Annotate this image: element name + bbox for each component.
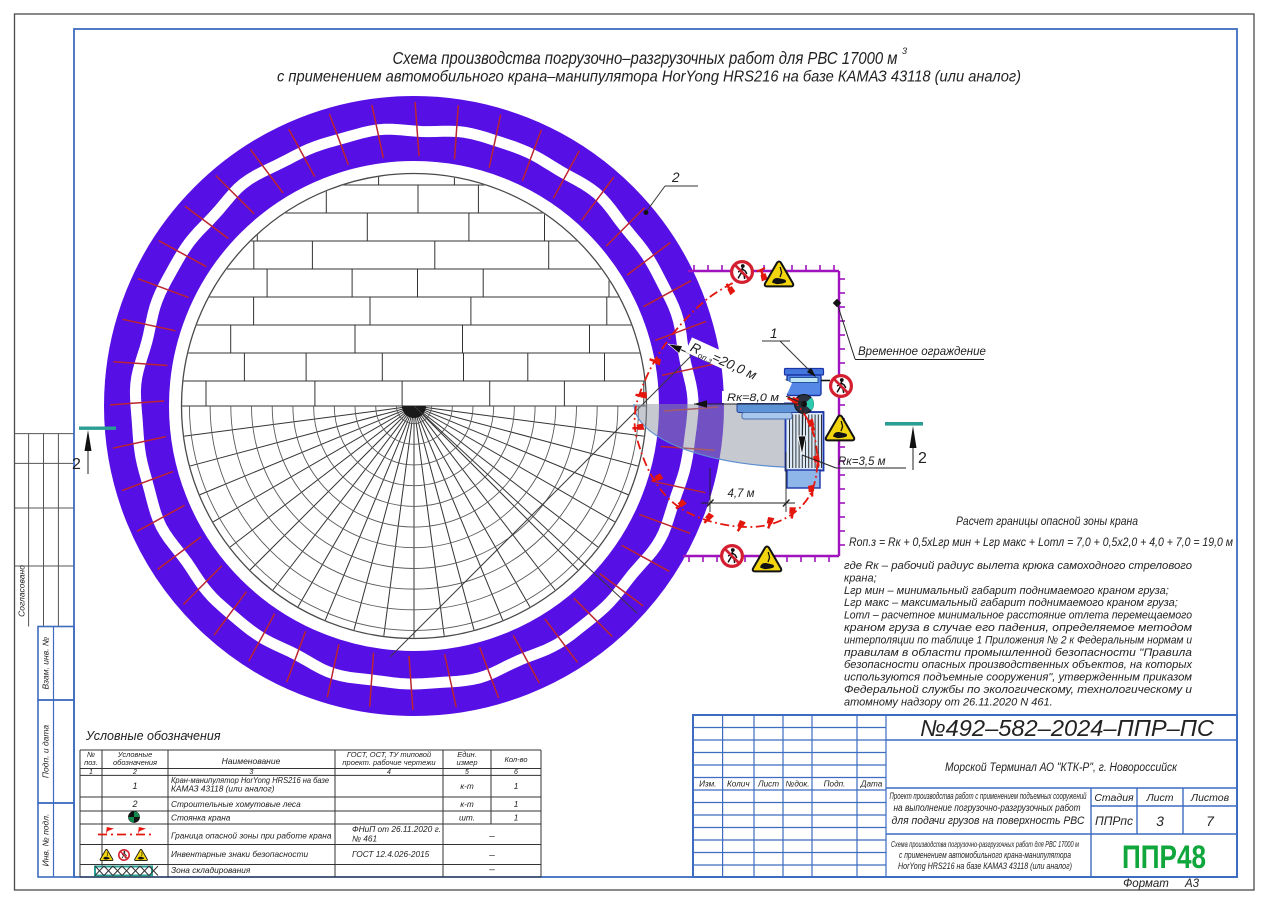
svg-text:для подачи грузов на поверхнос: для подачи грузов на поверхность РВС xyxy=(892,815,1085,827)
svg-text:Колич: Колич xyxy=(727,780,750,789)
svg-text:№док.: №док. xyxy=(785,780,809,789)
svg-text:Изм.: Изм. xyxy=(699,780,716,789)
svg-text:1: 1 xyxy=(89,769,93,776)
svg-text:с применением автомобильного к: с применением автомобильного крана–манип… xyxy=(277,69,1021,86)
svg-text:ППРпс: ППРпс xyxy=(1095,814,1133,828)
svg-text:ГОСТ, ОСТ, ТУ типовой: ГОСТ, ОСТ, ТУ типовой xyxy=(347,750,432,759)
svg-text:Подп.: Подп. xyxy=(824,780,846,789)
svg-text:№ 461: № 461 xyxy=(352,834,377,844)
svg-text:Lотл – расчетное минимальное р: Lотл – расчетное минимальное расстояние … xyxy=(844,610,1192,622)
svg-text:Формат: Формат xyxy=(1123,878,1169,890)
svg-text:–: – xyxy=(488,865,495,876)
svg-text:Строительные хомутовые леса: Строительные хомутовые леса xyxy=(171,799,301,809)
svg-text:Наименование: Наименование xyxy=(222,756,281,766)
svg-text:Rоп.з = Rк + 0,5хLгр мин + Lгр: Rоп.з = Rк + 0,5хLгр мин + Lгр макс + Lо… xyxy=(849,535,1233,549)
svg-text:Проект производства работ с пр: Проект производства работ с применением … xyxy=(890,791,1087,801)
svg-text:3: 3 xyxy=(1156,813,1164,829)
svg-text:атомному надзору от 26.11.2020: атомному надзору от 26.11.2020 N 461. xyxy=(844,696,1053,708)
svg-text:Взам. инв. №: Взам. инв. № xyxy=(41,637,51,690)
svg-text:с применением автомобильного к: с применением автомобильного крана-манип… xyxy=(899,850,1071,860)
svg-text:1: 1 xyxy=(770,326,778,341)
svg-text:А3: А3 xyxy=(1184,878,1200,890)
svg-text:ФНиП от 26.11.2020 г.: ФНиП от 26.11.2020 г. xyxy=(352,824,441,834)
svg-text:1: 1 xyxy=(514,781,519,791)
svg-text:Лист: Лист xyxy=(757,780,779,789)
svg-text:Един.: Един. xyxy=(457,750,477,759)
svg-text:Временное ограждение: Временное ограждение xyxy=(858,346,986,358)
svg-text:№492–582–2024–ППР–ПС: №492–582–2024–ППР–ПС xyxy=(920,715,1214,741)
svg-text:2: 2 xyxy=(132,769,137,776)
svg-text:Граница опасной зоны при работ: Граница опасной зоны при работе крана xyxy=(171,831,332,841)
svg-text:Lгр макс – максимальный габари: Lгр макс – максимальный габарит поднимае… xyxy=(844,597,1178,609)
svg-text:Морской Терминал АО "КТК-Р": Морской Терминал АО "КТК-Р", г. Новоросс… xyxy=(945,762,1178,774)
svg-text:Лист: Лист xyxy=(1145,792,1173,804)
svg-text:Схема производства погрузочно-: Схема производства погрузочно-разгрузочн… xyxy=(891,840,1079,849)
svg-text:к-т: к-т xyxy=(460,781,474,791)
svg-text:3: 3 xyxy=(902,46,907,56)
svg-text:интерполяции по таблице 1 Прил: интерполяции по таблице 1 Приложения № 2… xyxy=(844,634,1192,646)
svg-text:4: 4 xyxy=(387,769,391,776)
svg-text:Условные обозначения: Условные обозначения xyxy=(85,729,221,743)
svg-text:Расчет границы опасной зоны кр: Расчет границы опасной зоны крана xyxy=(956,516,1138,528)
svg-text:поз.: поз. xyxy=(84,758,98,767)
svg-text:Стадия: Стадия xyxy=(1094,792,1134,804)
svg-text:2: 2 xyxy=(131,799,137,809)
svg-text:безопасности опасных произво: безопасности опасных производственных об… xyxy=(844,659,1193,671)
svg-text:используются подъемные соору: используются подъемные сооружения", утве… xyxy=(844,672,1192,684)
svg-text:Дата: Дата xyxy=(860,780,883,789)
svg-text:2: 2 xyxy=(918,450,927,467)
svg-text:HorYong HRS216 на базе КАМАЗ 4: HorYong HRS216 на базе КАМАЗ 43118 (или … xyxy=(898,861,1072,871)
svg-text:1: 1 xyxy=(514,799,519,809)
svg-text:ГОСТ 12.4.026-2015: ГОСТ 12.4.026-2015 xyxy=(352,849,430,859)
svg-text:4,7 м: 4,7 м xyxy=(727,488,754,500)
svg-text:Согласовано: Согласовано xyxy=(17,565,27,617)
svg-text:проект. рабочие чертежи: проект. рабочие чертежи xyxy=(342,758,436,767)
svg-text:6: 6 xyxy=(514,769,518,776)
svg-text:Стоянка крана: Стоянка крана xyxy=(171,813,231,823)
svg-text:№: № xyxy=(87,750,95,759)
svg-text:обозначения: обозначения xyxy=(113,758,157,767)
svg-text:–: – xyxy=(488,831,495,842)
svg-text:Кран-манипулятор HorYong HRS: Кран-манипулятор HorYong HRS216 на базе xyxy=(171,775,329,785)
svg-text:ППР48: ППР48 xyxy=(1122,839,1206,875)
svg-text:правилам в области промышле: правилам в области промышленной безопасн… xyxy=(844,647,1192,659)
svg-text:–: – xyxy=(488,850,495,861)
svg-text:на выполнение погрузочно-разгр: на выполнение погрузочно-разгрузочных ра… xyxy=(894,802,1081,814)
svg-text:Инв. № подл.: Инв. № подл. xyxy=(41,814,51,867)
svg-text:3: 3 xyxy=(250,769,254,776)
svg-text:краном груза в случае его: краном груза в случае его падения, опред… xyxy=(844,622,1192,634)
svg-text:к-т: к-т xyxy=(460,799,474,809)
svg-text:2: 2 xyxy=(671,170,680,185)
svg-text:Листов: Листов xyxy=(1190,792,1230,804)
svg-text:Условные: Условные xyxy=(117,750,153,759)
svg-text:Федеральной службы по эколо: Федеральной службы по экологическому, те… xyxy=(844,684,1192,696)
svg-text:7: 7 xyxy=(1206,813,1215,829)
svg-text:Rк=8,0 м: Rк=8,0 м xyxy=(727,392,779,404)
svg-text:где Rк – рабочий радиу: где Rк – рабочий радиус вылета крюка сам… xyxy=(844,560,1192,572)
svg-text:1: 1 xyxy=(514,813,519,823)
svg-text:Lгр мин – минимальный габарит: Lгр мин – минимальный габарит поднимаемо… xyxy=(844,585,1169,597)
svg-text:Схема производства погрузочно–: Схема производства погрузочно–разгрузочн… xyxy=(393,48,898,68)
svg-text:Rк=3,5 м: Rк=3,5 м xyxy=(838,456,886,468)
svg-text:крана;: крана; xyxy=(844,572,877,584)
svg-text:1: 1 xyxy=(132,781,137,791)
svg-text:КАМАЗ 43118 (или аналог): КАМАЗ 43118 (или аналог) xyxy=(171,784,275,794)
svg-text:шт.: шт. xyxy=(459,813,475,823)
svg-text:Подп. и дата: Подп. и дата xyxy=(41,725,51,778)
svg-text:5: 5 xyxy=(465,769,469,776)
svg-text:Инвентарные знаки безопасности: Инвентарные знаки безопасности xyxy=(171,849,308,859)
svg-text:Кол-во: Кол-во xyxy=(504,755,527,764)
svg-text:измер: измер xyxy=(456,758,477,767)
svg-text:Зона складирования: Зона складирования xyxy=(171,865,251,875)
svg-text:2: 2 xyxy=(72,456,81,473)
